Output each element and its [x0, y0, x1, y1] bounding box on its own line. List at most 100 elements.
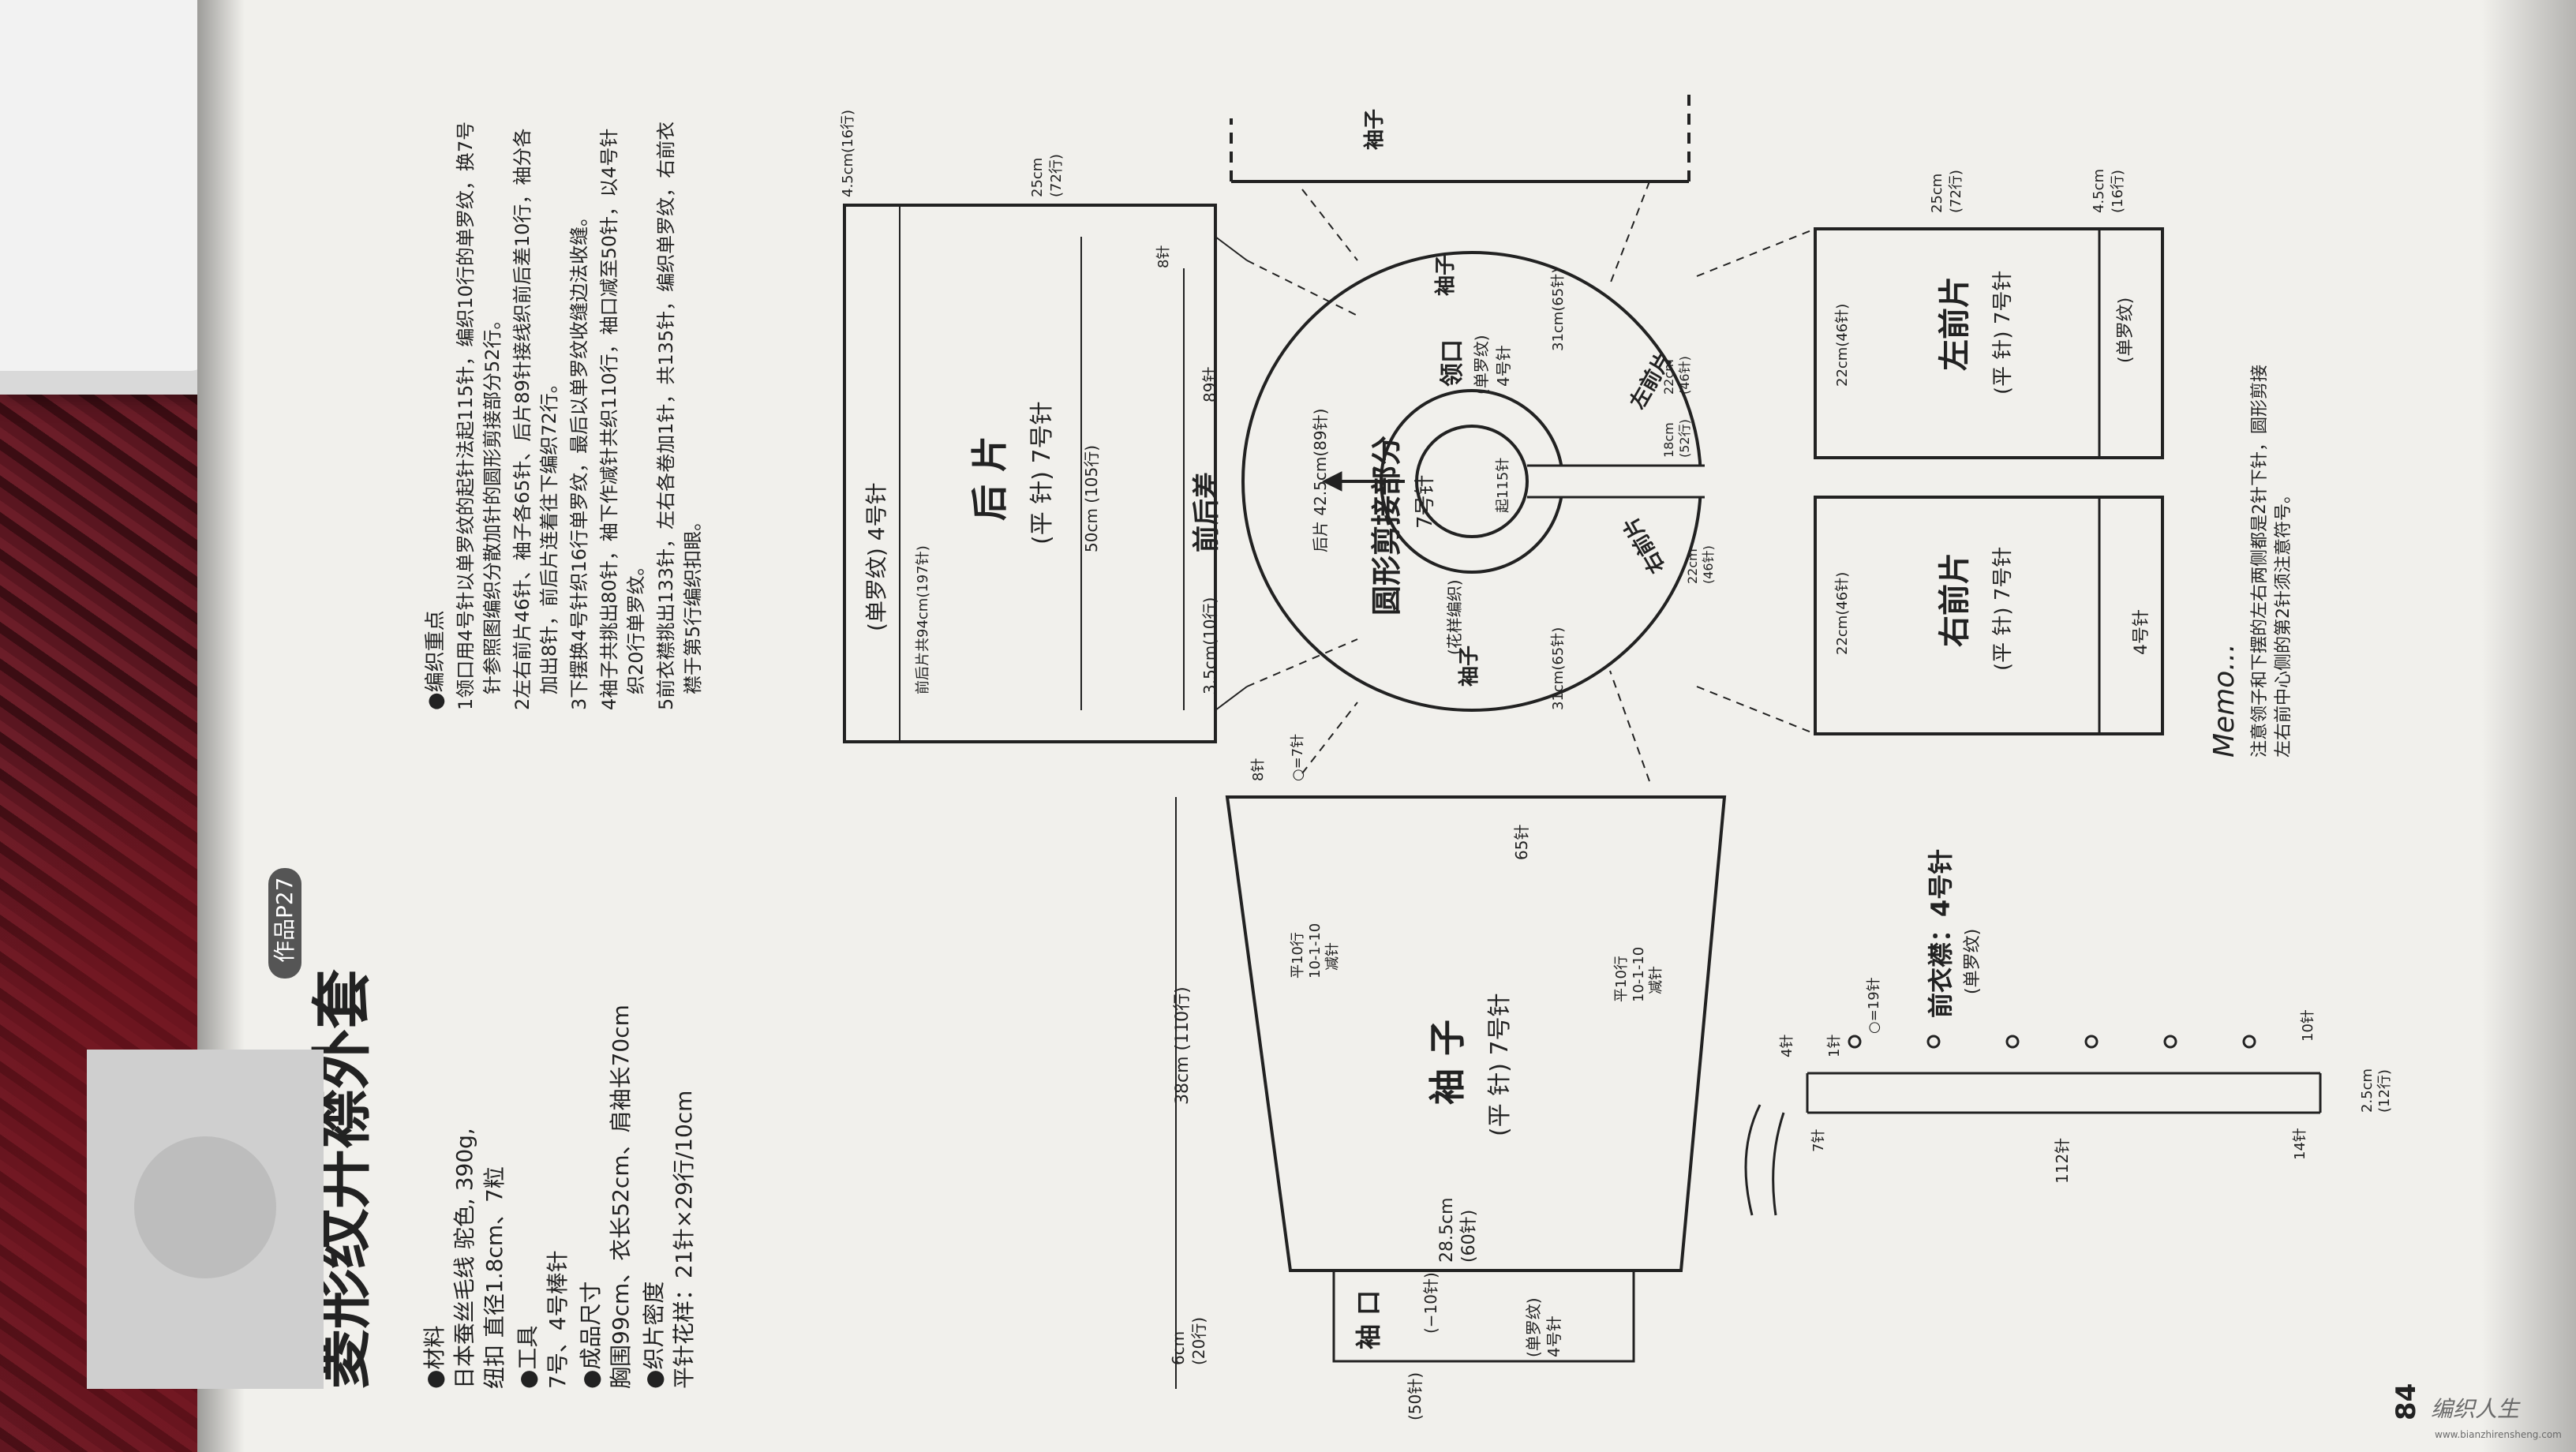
- page-number: 84: [2391, 1383, 2422, 1420]
- left-front-title: 左前片: [1937, 276, 1973, 371]
- band-total: 112针: [2053, 1138, 2072, 1184]
- left-front-stitch: (平 针) 7号针: [1991, 271, 2015, 395]
- step-3: 3下摆换4号针织16行单罗纹，最后以单罗纹收缝边法收缝。: [568, 208, 590, 710]
- sleeve-dec2-left: 10-1-10: [1307, 923, 1324, 979]
- sleeve-top-eq: ○=7针: [1290, 734, 1306, 781]
- size-heading: ●成品尺寸: [578, 1282, 604, 1389]
- band-top: ○=19针: [1866, 977, 1882, 1034]
- left-front-rib: (单罗纹): [2116, 298, 2136, 363]
- right-front-stitch: (平 针) 7号针: [1991, 547, 2015, 671]
- cuff-st: (50针): [1406, 1372, 1425, 1420]
- yoke-right-front: 右前片: [1618, 512, 1670, 578]
- cuff-len: 6cm: [1169, 1331, 1188, 1365]
- front-hem-rows: (16行): [2110, 170, 2126, 213]
- watermark-url: www.bianzhirensheng.com: [2435, 1429, 2562, 1440]
- back-width: 25cm: [1029, 158, 1046, 197]
- cuff-needle: 4号针: [1544, 1315, 1563, 1357]
- text-block: 作品P27 菱形纹开襟外套 ●材料 日本蚕丝毛线 驼色, 390g, 纽扣 直径…: [87, 122, 704, 1389]
- back-diff-label: 前后差: [1191, 472, 1222, 552]
- materials-line1: 日本蚕丝毛线 驼色, 390g,: [451, 1128, 477, 1389]
- memo-line1: 注意领子和下摆的左右两侧都是2针下针，圆形剪接: [2250, 365, 2270, 758]
- step-2a: 2左右前片46针、袖子各65针、后片89针接线织前后差10行，袖分各: [511, 129, 534, 710]
- sleeve-width-st: (60针): [1459, 1210, 1479, 1263]
- step-1b: 针参照图编织分散加针的圆形剪接部分52行。: [481, 310, 504, 694]
- sleeve-stitch: (平 针) 7号针: [1486, 993, 1514, 1136]
- band-title: 前衣襟：4号针: [1926, 849, 1956, 1018]
- dashed-connectors: [1246, 181, 1816, 782]
- band-st4: 4针: [1779, 1035, 1795, 1057]
- right-front-width: 22cm(46针): [1834, 572, 1851, 655]
- right-front-needle: 4号针: [2132, 609, 2151, 655]
- materials-heading: ●材料: [421, 1326, 447, 1389]
- back-stitch: (平 针) 7号针: [1028, 401, 1056, 544]
- yoke-sleeve-bottom: 袖子: [1457, 646, 1481, 687]
- yoke-sleeve-st-bottom: 31cm(65针): [1550, 627, 1567, 710]
- sleeve-length: 38cm (110行): [1173, 986, 1193, 1105]
- back-width-rows: (72行): [1048, 154, 1065, 197]
- band-rib: (单罗纹): [1963, 929, 1983, 994]
- front-length: 25cm: [1929, 174, 1945, 213]
- back-rib: (单罗纹) 4号针: [863, 482, 889, 631]
- front-hem: 4.5cm: [2091, 169, 2107, 213]
- sleeve-piece: [1175, 795, 1727, 1389]
- step-4b: 织20行单罗纹。: [625, 556, 647, 694]
- yoke-small-w: 18cm: [1661, 422, 1676, 458]
- cuff-dec: (−10针): [1421, 1272, 1440, 1334]
- step-1a: 1领口用4号针以单罗纹的起针法起115针，编织10行的单罗纹，换7号: [455, 122, 477, 710]
- book-page: [197, 0, 2576, 1452]
- back-length: 50cm (105行): [1082, 445, 1101, 552]
- knitting-heading: ●编织重点: [424, 610, 447, 710]
- yoke-pattern: (花样编织): [1445, 579, 1464, 655]
- sleeve-dec2-right: 10-1-10: [1631, 947, 1647, 1002]
- right-front-title: 右前片: [1937, 552, 1973, 647]
- size-line1: 胸围99cm、衣长52cm、肩袖长70cm: [608, 1005, 634, 1389]
- yoke-front-w-right: 22cm: [1685, 548, 1700, 584]
- yoke-neck-needle: 4号针: [1494, 345, 1513, 387]
- band-st14: 14针: [2292, 1128, 2308, 1160]
- front-length-rows: (72行): [1948, 170, 1964, 213]
- yoke-front-st-right: (46针): [1701, 545, 1716, 584]
- front-band: [1744, 1072, 2322, 1216]
- sleeve-top-add: 8针: [1250, 758, 1267, 781]
- band-st7: 7针: [1810, 1129, 1827, 1152]
- back-diff: 3.5cm(10行): [1200, 597, 1219, 694]
- cuff-title: 袖 口: [1354, 1290, 1383, 1349]
- band-rows: (12行): [2376, 1069, 2393, 1113]
- yoke-neck: 领口: [1439, 339, 1466, 387]
- band-st1: 1针: [1826, 1035, 1843, 1057]
- right-front-piece: [1814, 496, 2164, 735]
- step-5b: 襟于第5行编织扣眼。: [682, 512, 704, 694]
- back-title: 后 片: [968, 436, 1011, 521]
- yoke-needle: 7号针: [1413, 474, 1437, 529]
- watermark: 编织人生: [2431, 1396, 2521, 1422]
- memo-line2: 左右前中心侧的第2针须注意符号。: [2274, 486, 2293, 758]
- step-2b: 加出8针，前后片连着往下编织72行。: [538, 374, 560, 694]
- cuff-rows: (20行): [1189, 1317, 1208, 1365]
- yoke-circle: [1241, 251, 1752, 712]
- step-5a: 5前衣襟挑出133针，左右各卷加1针，共135针，编织单罗纹，右前衣: [655, 122, 677, 710]
- buttonholes: [1848, 1035, 2256, 1049]
- sweater-image: [134, 1136, 276, 1278]
- band-st10: 10针: [2300, 1009, 2316, 1042]
- left-front-piece: [1814, 227, 2164, 459]
- cuff-rib: (单罗纹): [1524, 1297, 1543, 1357]
- step-4a: 4袖子共挑出80针，袖下作减针共织110行，袖口减至50针，以4号针: [598, 129, 620, 710]
- left-front-width: 22cm(46针): [1834, 304, 1851, 387]
- back-piece: [843, 204, 1248, 743]
- yoke-neck-st: 起115针: [1495, 458, 1511, 513]
- back-hem: 4.5cm(16行): [840, 110, 856, 197]
- gauge-heading: ●织片密度: [641, 1282, 667, 1389]
- sleeve-dec3-left: 减针: [1324, 942, 1341, 971]
- materials-line2: 纽扣 直径1.8cm、7粒: [481, 1166, 507, 1389]
- yoke-front-st-left: (46针): [1677, 356, 1692, 395]
- yoke-sleeve-top: 袖子: [1433, 255, 1458, 296]
- yoke-neck-rib: (单罗纹): [1472, 335, 1491, 395]
- gauge-line1: 平针花样：21针×29行/10cm: [671, 1091, 697, 1389]
- yoke-small-rows: (52行): [1677, 419, 1692, 458]
- band-len: 2.5cm: [2359, 1068, 2376, 1113]
- back-st8-top: 8针: [1155, 245, 1172, 268]
- sleeve-top-title: 袖子: [1362, 109, 1387, 150]
- sleeve-top-st: 65针: [1512, 825, 1531, 860]
- sleeve-width: 28.5cm: [1437, 1197, 1457, 1263]
